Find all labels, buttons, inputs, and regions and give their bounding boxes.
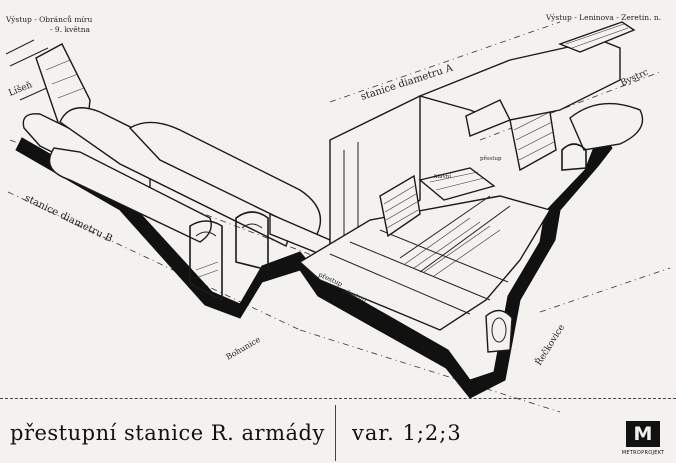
direction-bohunice-label: Bohunice (225, 335, 263, 362)
small-label-2: hlavní (434, 173, 451, 180)
direction-reckovice-label: Řečkovice (532, 322, 567, 368)
station-b-label: stanice diametru B (23, 193, 114, 245)
station-b-tubes (22, 107, 331, 302)
title-block-divider (335, 405, 336, 461)
exit-left-label-1: Výstup - Obránců míru (5, 15, 92, 24)
small-label-1: přestup (480, 155, 502, 162)
drawing-title: přestupní stanice R. armády (10, 421, 325, 445)
company-name: METROPROJEKT (621, 450, 665, 456)
title-block: přestupní stanice R. armády var. 1;2;3 M… (0, 398, 676, 463)
exit-left-label-2: - 9. května (50, 25, 91, 34)
exit-right-label: Výstup - Leninova - Zeretin. n. (545, 13, 661, 22)
platform-deck (298, 195, 552, 331)
variant-label: var. 1;2;3 (352, 421, 462, 445)
direction-bystrc-label: Bystrc (619, 68, 650, 89)
right-tubes (485, 102, 644, 353)
metro-logo-icon: M (626, 421, 660, 447)
upper-vestibule (417, 21, 636, 137)
logo-letter: M (633, 423, 653, 445)
